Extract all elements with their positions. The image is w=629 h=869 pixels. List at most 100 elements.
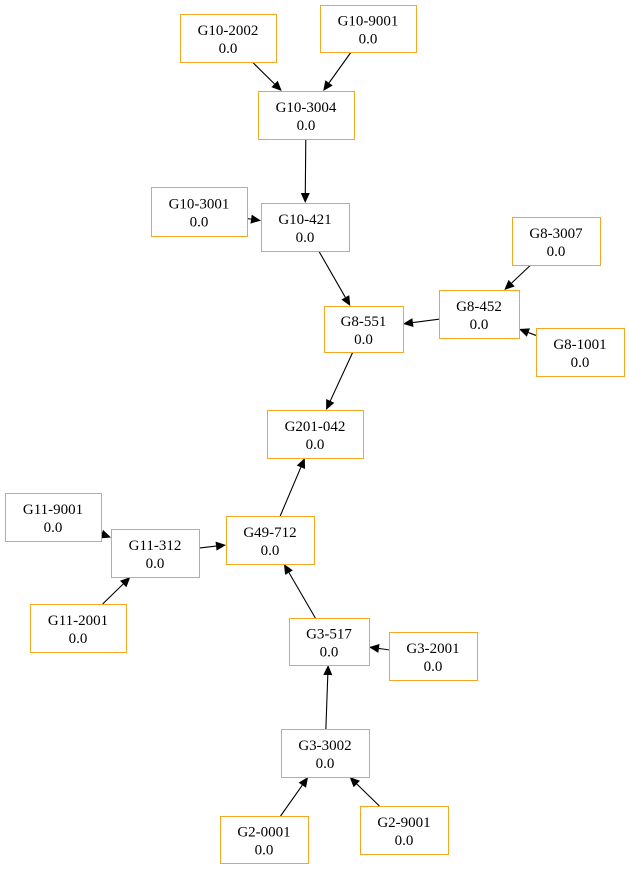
node-value: 0.0 bbox=[316, 756, 335, 772]
arrowhead-icon bbox=[323, 80, 333, 91]
edge-g8-452-to-g8-551 bbox=[403, 318, 440, 328]
edge-g8-3007-to-g8-452 bbox=[504, 264, 532, 290]
node-value: 0.0 bbox=[424, 659, 443, 675]
node-g11-2001[interactable]: G11-2001 0.0 bbox=[30, 604, 127, 653]
edge-line bbox=[528, 332, 537, 336]
edges-layer bbox=[100, 51, 537, 817]
edge-g49-712-to-g201-042 bbox=[279, 458, 306, 517]
node-box[interactable] bbox=[320, 5, 417, 53]
node-box[interactable] bbox=[226, 516, 315, 565]
edge-line bbox=[198, 545, 217, 549]
node-box[interactable] bbox=[281, 729, 370, 778]
arrowhead-icon bbox=[100, 529, 111, 539]
edge-line bbox=[511, 264, 532, 284]
node-value: 0.0 bbox=[190, 215, 209, 231]
node-box[interactable] bbox=[267, 410, 364, 459]
node-value: 0.0 bbox=[44, 520, 63, 536]
arrowhead-icon bbox=[283, 564, 293, 575]
node-label: G8-452 bbox=[456, 299, 502, 315]
node-g8-551[interactable]: G8-551 0.0 bbox=[324, 306, 404, 353]
node-box[interactable] bbox=[389, 632, 478, 681]
edge-line bbox=[288, 572, 316, 619]
node-box[interactable] bbox=[5, 493, 102, 542]
node-label: G49-712 bbox=[243, 525, 296, 541]
node-label: G8-551 bbox=[341, 314, 387, 330]
edge-g2-9001-to-g3-3002 bbox=[349, 777, 380, 807]
node-g10-3001[interactable]: G10-3001 0.0 bbox=[151, 187, 248, 237]
node-value: 0.0 bbox=[296, 230, 315, 246]
edge-line bbox=[279, 466, 302, 517]
node-g49-712[interactable]: G49-712 0.0 bbox=[226, 516, 315, 565]
node-box[interactable] bbox=[512, 217, 601, 266]
edge-g10-421-to-g8-551 bbox=[318, 250, 351, 306]
edge-g3-3002-to-g3-517 bbox=[323, 665, 333, 730]
arrowhead-icon bbox=[120, 577, 131, 588]
node-value: 0.0 bbox=[146, 556, 165, 572]
edge-line bbox=[318, 250, 346, 298]
node-value: 0.0 bbox=[69, 631, 88, 647]
node-value: 0.0 bbox=[306, 437, 325, 453]
node-value: 0.0 bbox=[297, 118, 316, 134]
arrowhead-icon bbox=[341, 295, 351, 306]
node-g10-3004[interactable]: G10-3004 0.0 bbox=[258, 91, 355, 140]
node-g3-2001[interactable]: G3-2001 0.0 bbox=[389, 632, 478, 681]
node-label: G10-3001 bbox=[169, 197, 230, 213]
node-box[interactable] bbox=[151, 187, 248, 237]
node-label: G11-9001 bbox=[23, 502, 83, 518]
node-label: G10-9001 bbox=[338, 14, 399, 30]
node-label: G10-3004 bbox=[276, 100, 337, 116]
node-box[interactable] bbox=[289, 618, 370, 666]
node-value: 0.0 bbox=[547, 244, 566, 260]
node-label: G10-2002 bbox=[198, 23, 259, 39]
arrowhead-icon bbox=[250, 214, 261, 224]
edge-line bbox=[328, 51, 352, 84]
node-box[interactable] bbox=[220, 816, 309, 864]
node-value: 0.0 bbox=[255, 843, 274, 859]
node-box[interactable] bbox=[180, 14, 277, 63]
edge-g8-1001-to-g8-452 bbox=[519, 328, 537, 337]
arrowhead-icon bbox=[271, 80, 282, 91]
node-box[interactable] bbox=[536, 328, 625, 377]
node-value: 0.0 bbox=[354, 332, 373, 348]
node-box[interactable] bbox=[324, 306, 404, 353]
edge-line bbox=[329, 351, 354, 402]
node-label: G11-2001 bbox=[48, 613, 108, 629]
arrowhead-icon bbox=[215, 541, 226, 551]
edge-line bbox=[325, 674, 329, 730]
node-box[interactable] bbox=[439, 290, 520, 339]
arrowhead-icon bbox=[296, 458, 306, 469]
node-value: 0.0 bbox=[219, 41, 238, 57]
node-g11-9001[interactable]: G11-9001 0.0 bbox=[5, 493, 102, 542]
arrowhead-icon bbox=[300, 192, 310, 203]
arrowhead-icon bbox=[369, 644, 380, 653]
node-box[interactable] bbox=[261, 203, 350, 252]
node-label: G2-9001 bbox=[377, 815, 430, 831]
edge-line bbox=[280, 784, 303, 817]
arrowhead-icon bbox=[298, 777, 309, 788]
arrowhead-icon bbox=[326, 399, 335, 410]
node-box[interactable] bbox=[111, 529, 200, 578]
edge-line bbox=[412, 318, 440, 324]
node-g10-2002[interactable]: G10-2002 0.0 bbox=[180, 14, 277, 63]
node-box[interactable] bbox=[360, 806, 449, 855]
arrowhead-icon bbox=[403, 318, 414, 328]
edge-g10-3004-to-g10-421 bbox=[300, 138, 310, 203]
edge-line bbox=[356, 783, 380, 807]
edge-g3-517-to-g49-712 bbox=[283, 564, 316, 619]
node-value: 0.0 bbox=[261, 543, 280, 559]
node-label: G3-2001 bbox=[406, 641, 459, 657]
node-box[interactable] bbox=[30, 604, 127, 653]
node-box[interactable] bbox=[258, 91, 355, 140]
